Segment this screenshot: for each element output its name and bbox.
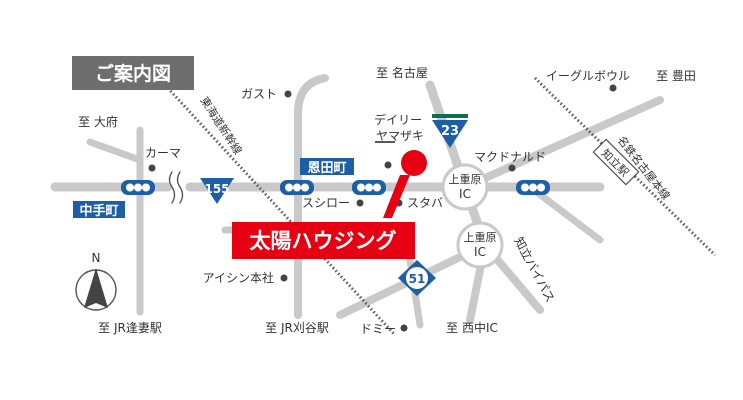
- company-banner: 太陽ハウジング: [232, 222, 415, 259]
- eagle-bowl-label: イーグルボウル: [546, 69, 630, 83]
- landmark-dots: [148, 84, 617, 332]
- signal-ondacho: [280, 180, 314, 195]
- ic-2-line2: IC: [474, 245, 486, 259]
- karma-dot: [148, 164, 156, 172]
- aisin-label: アイシン本社: [203, 270, 274, 285]
- nakatecho-box: [73, 201, 125, 218]
- railways: [163, 76, 717, 337]
- company-name: 太陽ハウジング: [250, 229, 397, 253]
- interchanges: 上重原 IC 上重原 IC: [441, 163, 504, 269]
- pin-pointer: [383, 175, 410, 218]
- gusto-dot: [284, 90, 292, 98]
- direction-labels: 至 大府 至 名古屋 至 豊田 至 JR逢妻駅 至 JR刈谷駅 至 西中IC: [78, 65, 696, 335]
- ic-1-line2: IC: [459, 187, 471, 201]
- signal-nakatecho: [121, 180, 155, 195]
- dir-nagoya: 至 名古屋: [376, 65, 428, 80]
- aisin-dot: [280, 274, 288, 282]
- signal-sushiro: [352, 180, 386, 195]
- mcdonalds-label: マクドナルド: [474, 150, 546, 164]
- route-shields: 155 23 51: [200, 114, 468, 296]
- sushiro-label: スシロー: [302, 196, 350, 210]
- company-banner-bg: [232, 222, 415, 259]
- karma-label: カーマ: [145, 146, 181, 160]
- road-break-2: [176, 171, 184, 204]
- dir-nishinaka: 至 西中IC: [446, 320, 498, 335]
- nakatecho-label: 中手町: [79, 203, 118, 219]
- yamazaki-dot: [384, 161, 392, 169]
- dir-ohtsuma: 至 JR逢妻駅: [98, 321, 162, 335]
- eagle-bowl-dot: [609, 84, 617, 92]
- mcdonalds-dot: [508, 164, 516, 172]
- route-23-shield: 23: [432, 114, 468, 148]
- chiryu-station-box: [592, 138, 640, 186]
- starbucks-label: スタバ: [407, 196, 443, 210]
- destination-pin: [383, 150, 427, 218]
- road-toyota: [461, 96, 664, 191]
- dir-toyota: 至 豊田: [656, 69, 696, 83]
- intersection-labels: 中手町 恩田町: [73, 158, 354, 219]
- yamazaki-line2: ヤマザキ: [376, 129, 424, 143]
- title-block: ご案内図: [72, 56, 194, 90]
- landmark-labels: カーマ ガスト デイリー ヤマザキ スシロー スタバ マクドナルド イーグルボウ…: [145, 69, 630, 336]
- road-south-east: [526, 183, 604, 244]
- svg-text:155: 155: [204, 182, 229, 196]
- ic-1-circle: [441, 163, 489, 211]
- bypass-label: 知立バイパス: [511, 234, 558, 304]
- shinkansen-line: [163, 83, 397, 337]
- ic-2-circle: [456, 221, 504, 269]
- dir-kariya: 至 JR刈谷駅: [265, 321, 329, 335]
- yamazaki-label: デイリー ヤマザキ: [374, 112, 426, 143]
- route-155-shield: 155: [200, 178, 234, 204]
- ic-2-line1: 上重原: [464, 230, 497, 244]
- signals: [121, 180, 550, 195]
- ondacho-box: [300, 158, 354, 175]
- ondacho-label: 恩田町: [307, 161, 346, 176]
- gusto-label: ガスト: [241, 87, 277, 101]
- road-kariya: [294, 74, 329, 319]
- ic-1-line1: 上重原: [449, 172, 482, 186]
- road-break-1: [168, 171, 176, 204]
- compass: N: [75, 251, 117, 311]
- title-bg: [72, 56, 194, 90]
- sushiro-dot: [356, 199, 364, 207]
- domy-dot: [400, 324, 408, 332]
- title-text: ご案内図: [95, 62, 171, 85]
- road-obu: [86, 138, 144, 164]
- compass-arrow: [84, 268, 108, 308]
- signal-east: [516, 180, 550, 195]
- compass-n: N: [92, 251, 101, 265]
- svg-text:51: 51: [409, 272, 426, 286]
- yamazaki-line1: デイリー: [374, 112, 422, 127]
- domy-label: ドミー: [360, 322, 396, 336]
- pin-dot: [401, 150, 427, 176]
- dir-obu: 至 大府: [78, 114, 118, 129]
- route-51-shield: 51: [398, 260, 436, 296]
- svg-text:23: 23: [441, 124, 459, 139]
